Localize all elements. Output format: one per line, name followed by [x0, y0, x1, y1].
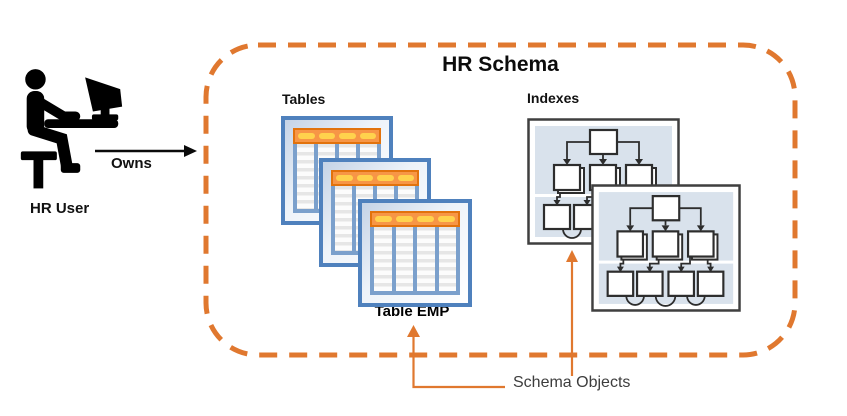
indexes-label: Indexes — [527, 90, 580, 106]
header-pill — [359, 133, 376, 139]
header-pill — [396, 216, 413, 222]
up-arrowhead-icon — [566, 250, 578, 262]
table-column — [370, 227, 392, 291]
header-pill — [438, 216, 455, 222]
table-header-row — [293, 128, 381, 144]
header-pill — [356, 175, 373, 181]
header-pill — [377, 175, 394, 181]
header-pill — [339, 133, 356, 139]
table-icon-emp — [358, 199, 472, 307]
header-pill — [417, 216, 434, 222]
header-pill — [336, 175, 353, 181]
table-header-row — [370, 211, 460, 227]
table-column — [413, 227, 435, 291]
header-pill — [318, 133, 335, 139]
person-at-computer-icon — [20, 69, 123, 189]
table-body-grid — [370, 227, 460, 295]
table-header-row — [331, 170, 419, 186]
schema-objects-arrow-to-index — [566, 250, 578, 376]
tables-label: Tables — [282, 91, 326, 107]
table-icon-grid — [370, 211, 460, 295]
table-column — [434, 227, 460, 291]
table-column — [331, 186, 352, 251]
table-emp-label: Table EMP — [374, 303, 450, 320]
table-column — [391, 227, 413, 291]
schema-title: HR Schema — [442, 53, 559, 76]
table-column — [293, 144, 314, 209]
hr-user-label: HR User — [30, 200, 90, 217]
owns-label: Owns — [111, 155, 152, 172]
header-pill — [375, 216, 392, 222]
header-pill — [397, 175, 414, 181]
header-pill — [298, 133, 315, 139]
index-icon-2 — [591, 184, 741, 312]
schema-objects-arrow-to-table — [407, 325, 505, 389]
schema-objects-label: Schema Objects — [513, 374, 631, 391]
up-arrowhead-icon — [407, 325, 420, 337]
owns-arrowhead-icon — [184, 145, 197, 157]
